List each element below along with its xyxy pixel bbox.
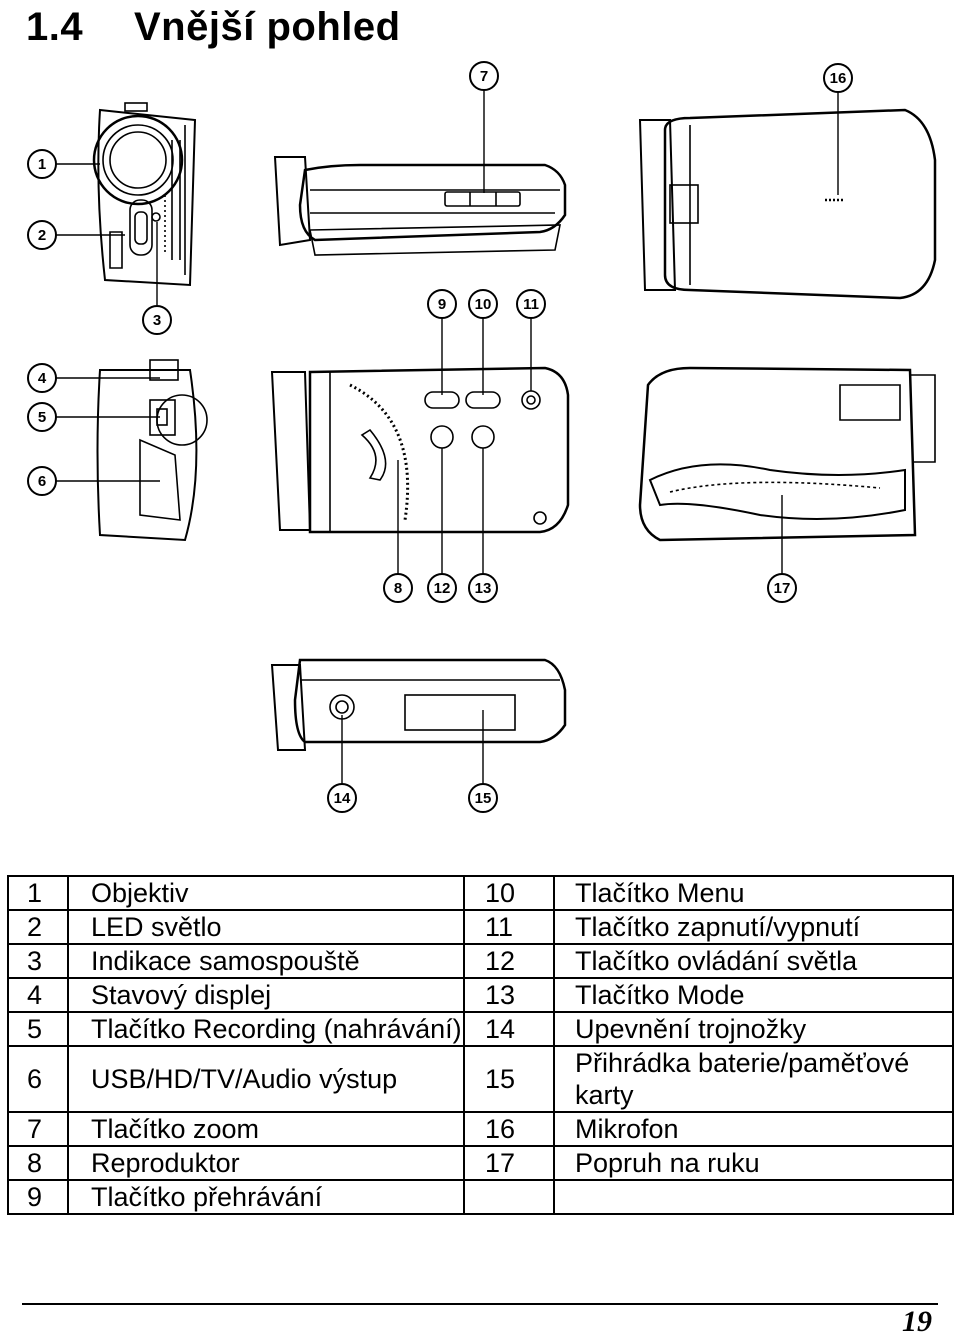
callout-8: 8	[383, 573, 413, 603]
callout-1: 1	[27, 149, 57, 179]
svg-text:8: 8	[394, 580, 402, 597]
bottom-view	[270, 658, 567, 751]
part-number: 5	[7, 1011, 69, 1047]
part-number: 4	[7, 977, 69, 1013]
lcd-side-view	[270, 366, 570, 534]
left-side-view	[96, 359, 208, 542]
parts-legend-table: 1 Objektiv 10 Tlačítko Menu 2 LED světlo…	[7, 875, 954, 1215]
part-label: Tlačítko ovládání světla	[553, 943, 954, 979]
svg-text:13: 13	[475, 580, 492, 597]
part-number: 13	[463, 977, 555, 1013]
svg-text:6: 6	[38, 473, 46, 490]
right-side-view	[638, 108, 937, 300]
part-number: 16	[463, 1111, 555, 1147]
svg-text:14: 14	[334, 790, 351, 807]
leader-lines	[55, 90, 839, 785]
strap-view	[638, 366, 936, 542]
table-row: 3 Indikace samospouště 12 Tlačítko ovlád…	[7, 943, 954, 979]
part-number: 6	[7, 1045, 69, 1113]
svg-text:12: 12	[434, 580, 451, 597]
part-number: 3	[7, 943, 69, 979]
part-label: Objektiv	[67, 875, 465, 911]
table-row: 7 Tlačítko zoom 16 Mikrofon	[7, 1111, 954, 1147]
callout-16: 16	[823, 63, 853, 93]
callout-13: 13	[468, 573, 498, 603]
callout-15: 15	[468, 783, 498, 813]
svg-text:9: 9	[438, 296, 446, 313]
part-label: Stavový displej	[67, 977, 465, 1013]
part-label: Tlačítko přehrávání	[67, 1179, 465, 1215]
section-title-text: Vnější pohled	[134, 5, 401, 49]
part-label: LED světlo	[67, 909, 465, 945]
part-number: 11	[463, 909, 555, 945]
part-number: 10	[463, 875, 555, 911]
table-row: 8 Reproduktor 17 Popruh na ruku	[7, 1145, 954, 1181]
callout-11: 11	[516, 289, 546, 319]
callout-17: 17	[767, 573, 797, 603]
svg-text:11: 11	[523, 296, 539, 313]
part-number	[463, 1179, 555, 1215]
part-label: Reproduktor	[67, 1145, 465, 1181]
part-number: 7	[7, 1111, 69, 1147]
part-number: 8	[7, 1145, 69, 1181]
svg-text:7: 7	[480, 68, 488, 85]
part-label: Přihrádka baterie/paměťové karty	[553, 1045, 954, 1113]
part-label: Tlačítko Menu	[553, 875, 954, 911]
table-row: 2 LED světlo 11 Tlačítko zapnutí/vypnutí	[7, 909, 954, 945]
svg-text:10: 10	[475, 296, 492, 313]
part-label: Tlačítko Mode	[553, 977, 954, 1013]
part-number: 12	[463, 943, 555, 979]
svg-text:16: 16	[830, 70, 847, 87]
callout-4: 4	[27, 363, 57, 393]
section-title: 1.4 Vnější pohled	[26, 4, 401, 50]
page-number: 19	[902, 1305, 932, 1338]
svg-text:17: 17	[774, 580, 791, 597]
part-label	[553, 1179, 954, 1215]
callout-5: 5	[27, 402, 57, 432]
svg-text:4: 4	[38, 370, 47, 387]
camcorder-views-figure: 1 2 3 4 5 6 7 8 9 10 11 12 13 14 15 16 1…	[27, 61, 937, 813]
table-row: 6 USB/HD/TV/Audio výstup 15 Přihrádka ba…	[7, 1045, 954, 1113]
svg-text:3: 3	[153, 312, 161, 329]
part-label: USB/HD/TV/Audio výstup	[67, 1045, 465, 1113]
callout-7: 7	[469, 61, 499, 91]
part-number: 1	[7, 875, 69, 911]
part-label: Indikace samospouště	[67, 943, 465, 979]
section-number: 1.4	[26, 5, 84, 49]
callout-3: 3	[142, 305, 172, 335]
part-label: Tlačítko zoom	[67, 1111, 465, 1147]
svg-text:5: 5	[38, 409, 46, 426]
callout-6: 6	[27, 466, 57, 496]
table-row: 4 Stavový displej 13 Tlačítko Mode	[7, 977, 954, 1013]
part-number: 14	[463, 1011, 555, 1047]
svg-text:15: 15	[475, 790, 492, 807]
top-view	[273, 156, 567, 256]
part-number: 17	[463, 1145, 555, 1181]
table-row: 1 Objektiv 10 Tlačítko Menu	[7, 875, 954, 911]
part-label: Tlačítko Recording (nahrávání)	[67, 1011, 465, 1047]
callout-14: 14	[327, 783, 357, 813]
callout-markers: 1 2 3 4 5 6 7 8 9 10 11 12 13 14 15 16 1…	[27, 61, 853, 813]
part-label: Mikrofon	[553, 1111, 954, 1147]
part-number: 15	[463, 1045, 555, 1113]
callout-10: 10	[468, 289, 498, 319]
table-row: 5 Tlačítko Recording (nahrávání) 14 Upev…	[7, 1011, 954, 1047]
part-label: Tlačítko zapnutí/vypnutí	[553, 909, 954, 945]
footer-rule	[22, 1303, 938, 1305]
svg-text:1: 1	[38, 156, 46, 173]
callout-9: 9	[427, 289, 457, 319]
front-view	[92, 102, 197, 287]
callout-2: 2	[27, 220, 57, 250]
part-number: 2	[7, 909, 69, 945]
callout-12: 12	[427, 573, 457, 603]
table-row: 9 Tlačítko přehrávání	[7, 1179, 954, 1215]
part-label: Upevnění trojnožky	[553, 1011, 954, 1047]
part-number: 9	[7, 1179, 69, 1215]
part-label: Popruh na ruku	[553, 1145, 954, 1181]
svg-text:2: 2	[38, 227, 46, 244]
